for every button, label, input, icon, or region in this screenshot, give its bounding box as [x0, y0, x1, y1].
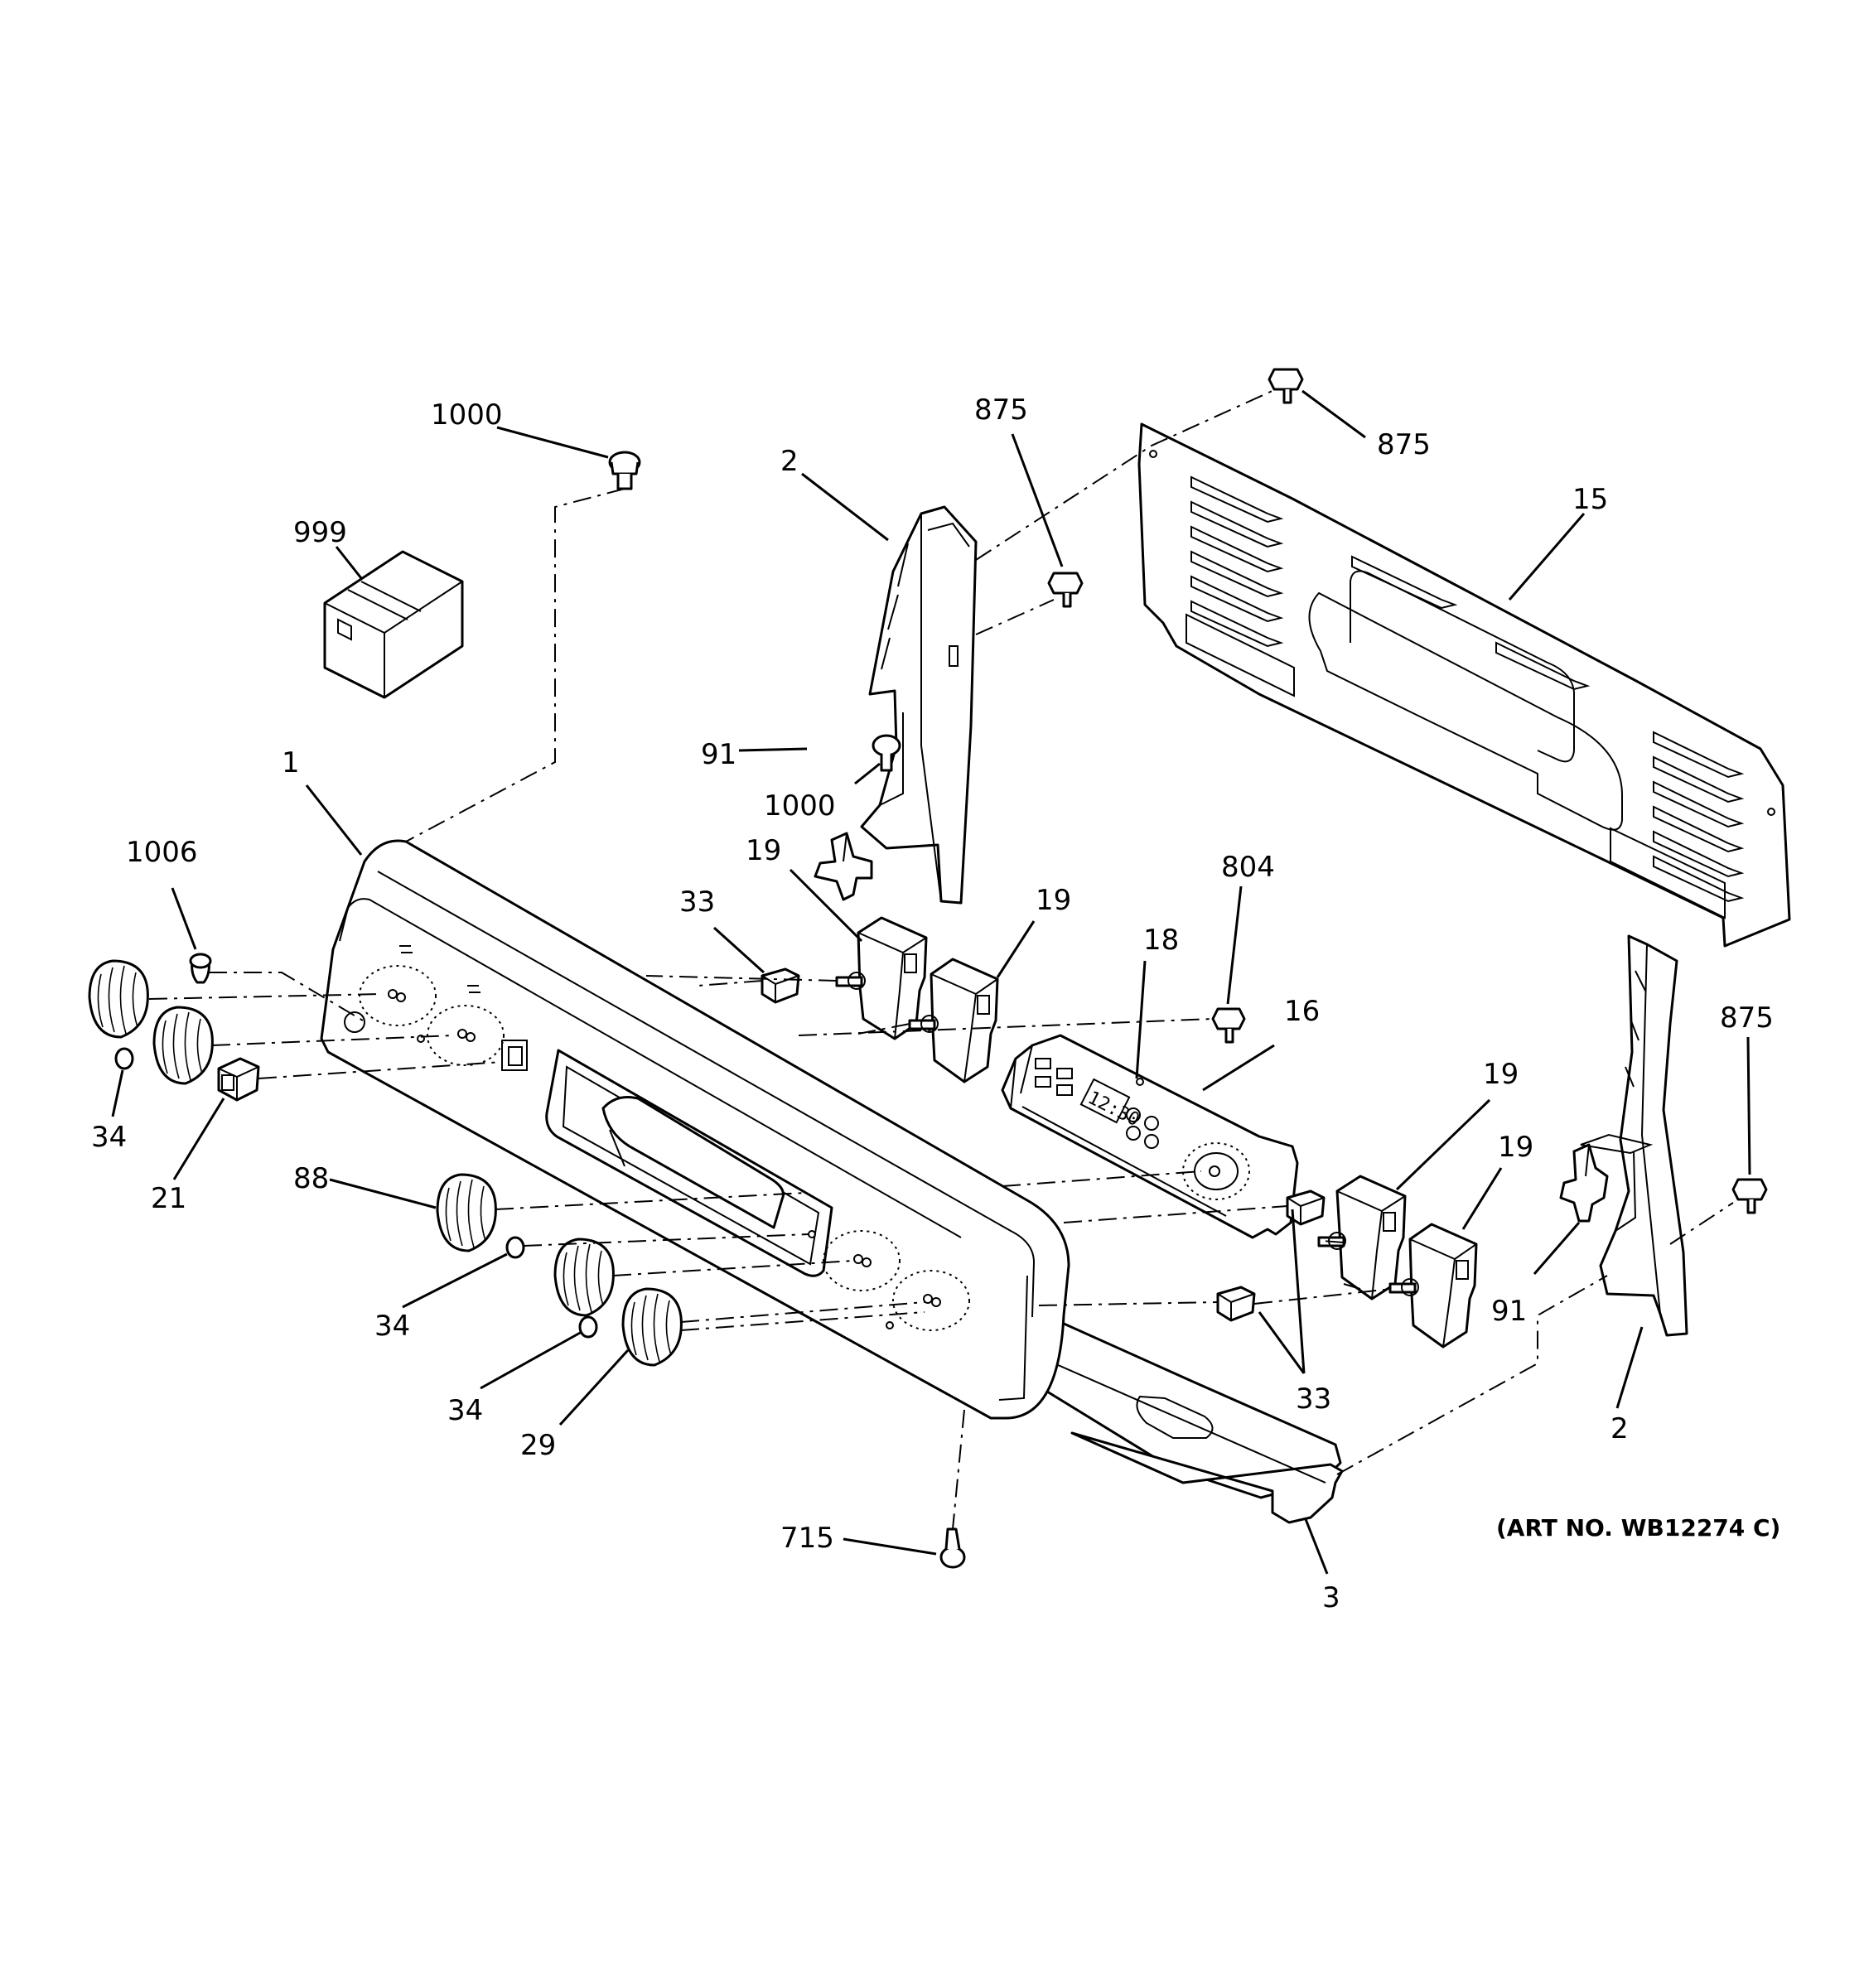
leader-lines	[113, 391, 1750, 1574]
end-cap-part-2-lower	[1581, 936, 1687, 1335]
rear-panel-part-15	[1139, 424, 1789, 946]
control-board-part-16: 12:30	[1002, 1035, 1297, 1238]
lower-trim-part-3	[1026, 1315, 1342, 1522]
indicator-part-33-c	[1218, 1287, 1254, 1320]
screw-part-1006	[191, 954, 225, 982]
callout-875-right: 875	[1720, 1001, 1774, 1035]
callout-804: 804	[1221, 851, 1275, 884]
callout-91-upper: 91	[701, 738, 736, 771]
callout-875-top: 875	[1377, 428, 1431, 461]
callout-88: 88	[293, 1162, 329, 1195]
callout-33-lower: 33	[1296, 1382, 1331, 1416]
callout-1000-top: 1000	[431, 398, 503, 432]
bracket-part-91-a	[815, 833, 872, 900]
callout-1006: 1006	[126, 836, 198, 869]
screw-part-1000-top	[610, 452, 640, 489]
callout-18: 18	[1143, 924, 1179, 957]
knob-center	[555, 1239, 613, 1315]
box-part-999	[325, 552, 462, 697]
panel-dials	[360, 946, 969, 1330]
indicator-part-33-a	[762, 969, 799, 1002]
knob-spacer-part-34-left	[116, 1049, 133, 1069]
callout-875-left: 875	[974, 393, 1028, 427]
callout-1000-mid: 1000	[764, 789, 836, 823]
screw-part-804	[1213, 1009, 1244, 1042]
knob-part-29	[623, 1289, 681, 1365]
callout-19-a: 19	[746, 834, 781, 867]
callout-15: 15	[1572, 483, 1608, 516]
switch-part-19-c	[1319, 1176, 1405, 1299]
knob-left-upper	[89, 961, 147, 1037]
callout-33-upper: 33	[679, 885, 715, 919]
callout-labels: 1000 999 2 875 875 15 91 1000 1 1006 19 …	[91, 393, 1774, 1614]
bracket-part-91-b	[1561, 1145, 1607, 1221]
switch-part-19-b	[910, 959, 997, 1082]
knob-spacer-part-34-low	[580, 1317, 596, 1337]
callout-2-lower: 2	[1610, 1412, 1629, 1445]
screw-part-715	[941, 1529, 964, 1567]
callout-19-b: 19	[1036, 884, 1071, 917]
knob-left-lower	[154, 1007, 212, 1083]
callout-34-mid: 34	[374, 1310, 410, 1343]
callout-3: 3	[1322, 1581, 1340, 1614]
callout-16: 16	[1284, 995, 1320, 1028]
callout-1: 1	[282, 746, 300, 779]
screw-part-875-c	[1733, 1180, 1766, 1213]
callout-91-lower: 91	[1491, 1295, 1527, 1328]
callout-715: 715	[780, 1522, 834, 1555]
callout-19-d: 19	[1498, 1131, 1533, 1164]
callout-2-upper: 2	[780, 445, 799, 478]
callout-34-left: 34	[91, 1121, 127, 1154]
alignment-lines	[149, 389, 1733, 1529]
end-cap-part-2-upper	[862, 507, 976, 903]
screw-part-1000-mid	[873, 736, 900, 770]
control-panel-part-1	[321, 841, 1069, 1418]
switch-part-21	[219, 1059, 258, 1100]
art-number: (ART NO. WB12274 C)	[1496, 1514, 1780, 1542]
callout-34-low: 34	[447, 1394, 483, 1427]
screw-part-875-a	[1049, 573, 1082, 606]
screw-part-875-b	[1269, 369, 1302, 403]
switch-part-19-a	[837, 918, 926, 1039]
callout-19-c: 19	[1483, 1058, 1519, 1091]
knob-part-88	[437, 1175, 495, 1251]
indicator-part-33-b	[1287, 1191, 1324, 1224]
callout-29: 29	[520, 1429, 556, 1462]
rear-panel-louvers	[1191, 477, 1741, 901]
callout-999: 999	[293, 516, 347, 549]
callout-21: 21	[151, 1182, 186, 1215]
knob-spacer-part-34-mid	[507, 1238, 524, 1257]
switch-part-19-d	[1390, 1224, 1476, 1347]
